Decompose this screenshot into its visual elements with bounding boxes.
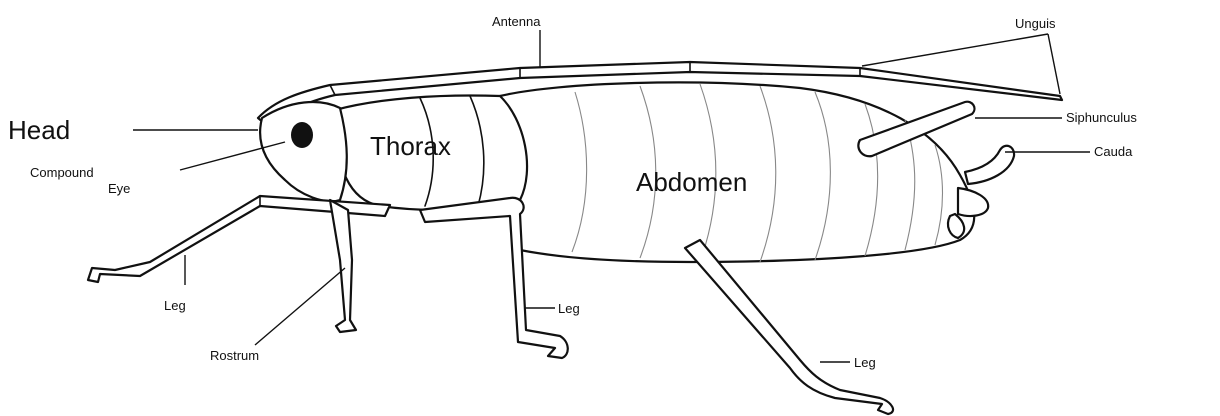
label-leg-mid: Leg <box>558 301 580 316</box>
label-compound-eye-1: Compound <box>30 165 94 180</box>
rostrum-drawing <box>330 200 356 332</box>
label-abdomen: Abdomen <box>636 167 747 197</box>
label-leg-hind: Leg <box>854 355 876 370</box>
label-cauda: Cauda <box>1094 144 1133 159</box>
hind-leg-drawing <box>685 240 893 414</box>
label-thorax: Thorax <box>370 131 451 161</box>
label-head: Head <box>8 115 70 145</box>
label-unguis: Unguis <box>1015 16 1056 31</box>
label-compound-eye-2: Eye <box>108 181 130 196</box>
label-siphunculus: Siphunculus <box>1066 110 1137 125</box>
label-leg-front: Leg <box>164 298 186 313</box>
label-rostrum: Rostrum <box>210 348 259 363</box>
head-drawing <box>260 102 347 201</box>
label-antenna: Antenna <box>492 14 541 29</box>
